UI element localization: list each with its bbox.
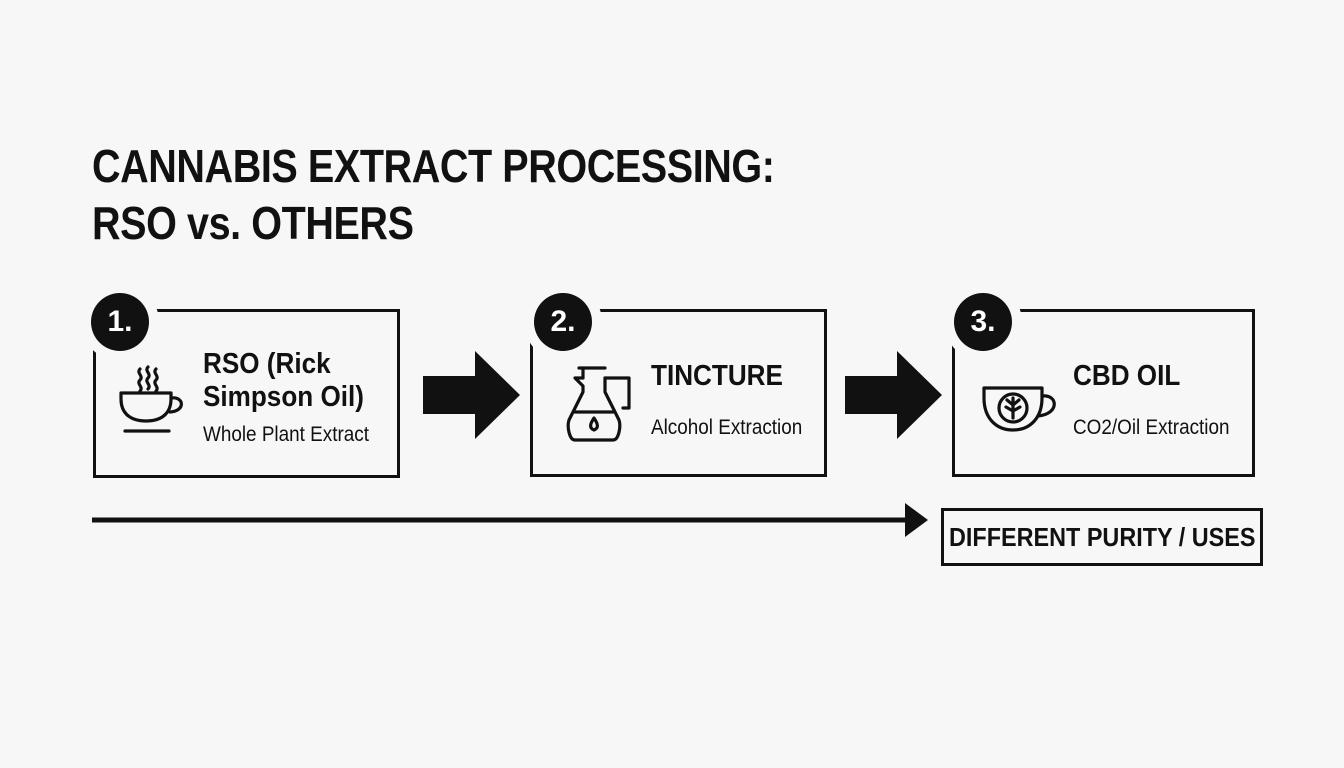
result-box: DIFFERENT PURITY / USES [941, 508, 1263, 566]
bottom-flow-arrow [92, 503, 928, 537]
step-3-subtitle: CO2/Oil Extraction [1073, 416, 1230, 439]
step-1-title-line-1: RSO (Rick [203, 348, 331, 380]
step-3-title: CBD OIL [1073, 360, 1181, 392]
step-3-number-badge: 3. [954, 293, 1012, 351]
carafe-drop-icon [566, 366, 631, 442]
step-3-box [952, 309, 1255, 477]
result-label: DIFFERENT PURITY / USES [948, 521, 1256, 552]
step-1-title-line-2: Simpson Oil) [203, 381, 364, 413]
step-2-box [530, 309, 827, 477]
arrow-step-1-to-2 [423, 351, 520, 439]
arrow-step-2-to-3 [845, 351, 942, 439]
step-2-subtitle: Alcohol Extraction [651, 416, 803, 439]
diagram-title-line-2: RSO vs. OTHERS [92, 197, 414, 249]
leaf-cup-icon [982, 386, 1056, 432]
step-2-title: TINCTURE [651, 360, 783, 392]
steaming-cup-icon [119, 365, 183, 433]
step-1-number-badge: 1. [91, 293, 149, 351]
step-2-number-badge: 2. [534, 293, 592, 351]
diagram-title-line-1: CANNABIS EXTRACT PROCESSING: [92, 140, 775, 192]
step-1-subtitle: Whole Plant Extract [203, 423, 369, 446]
step-1-box [93, 309, 400, 478]
